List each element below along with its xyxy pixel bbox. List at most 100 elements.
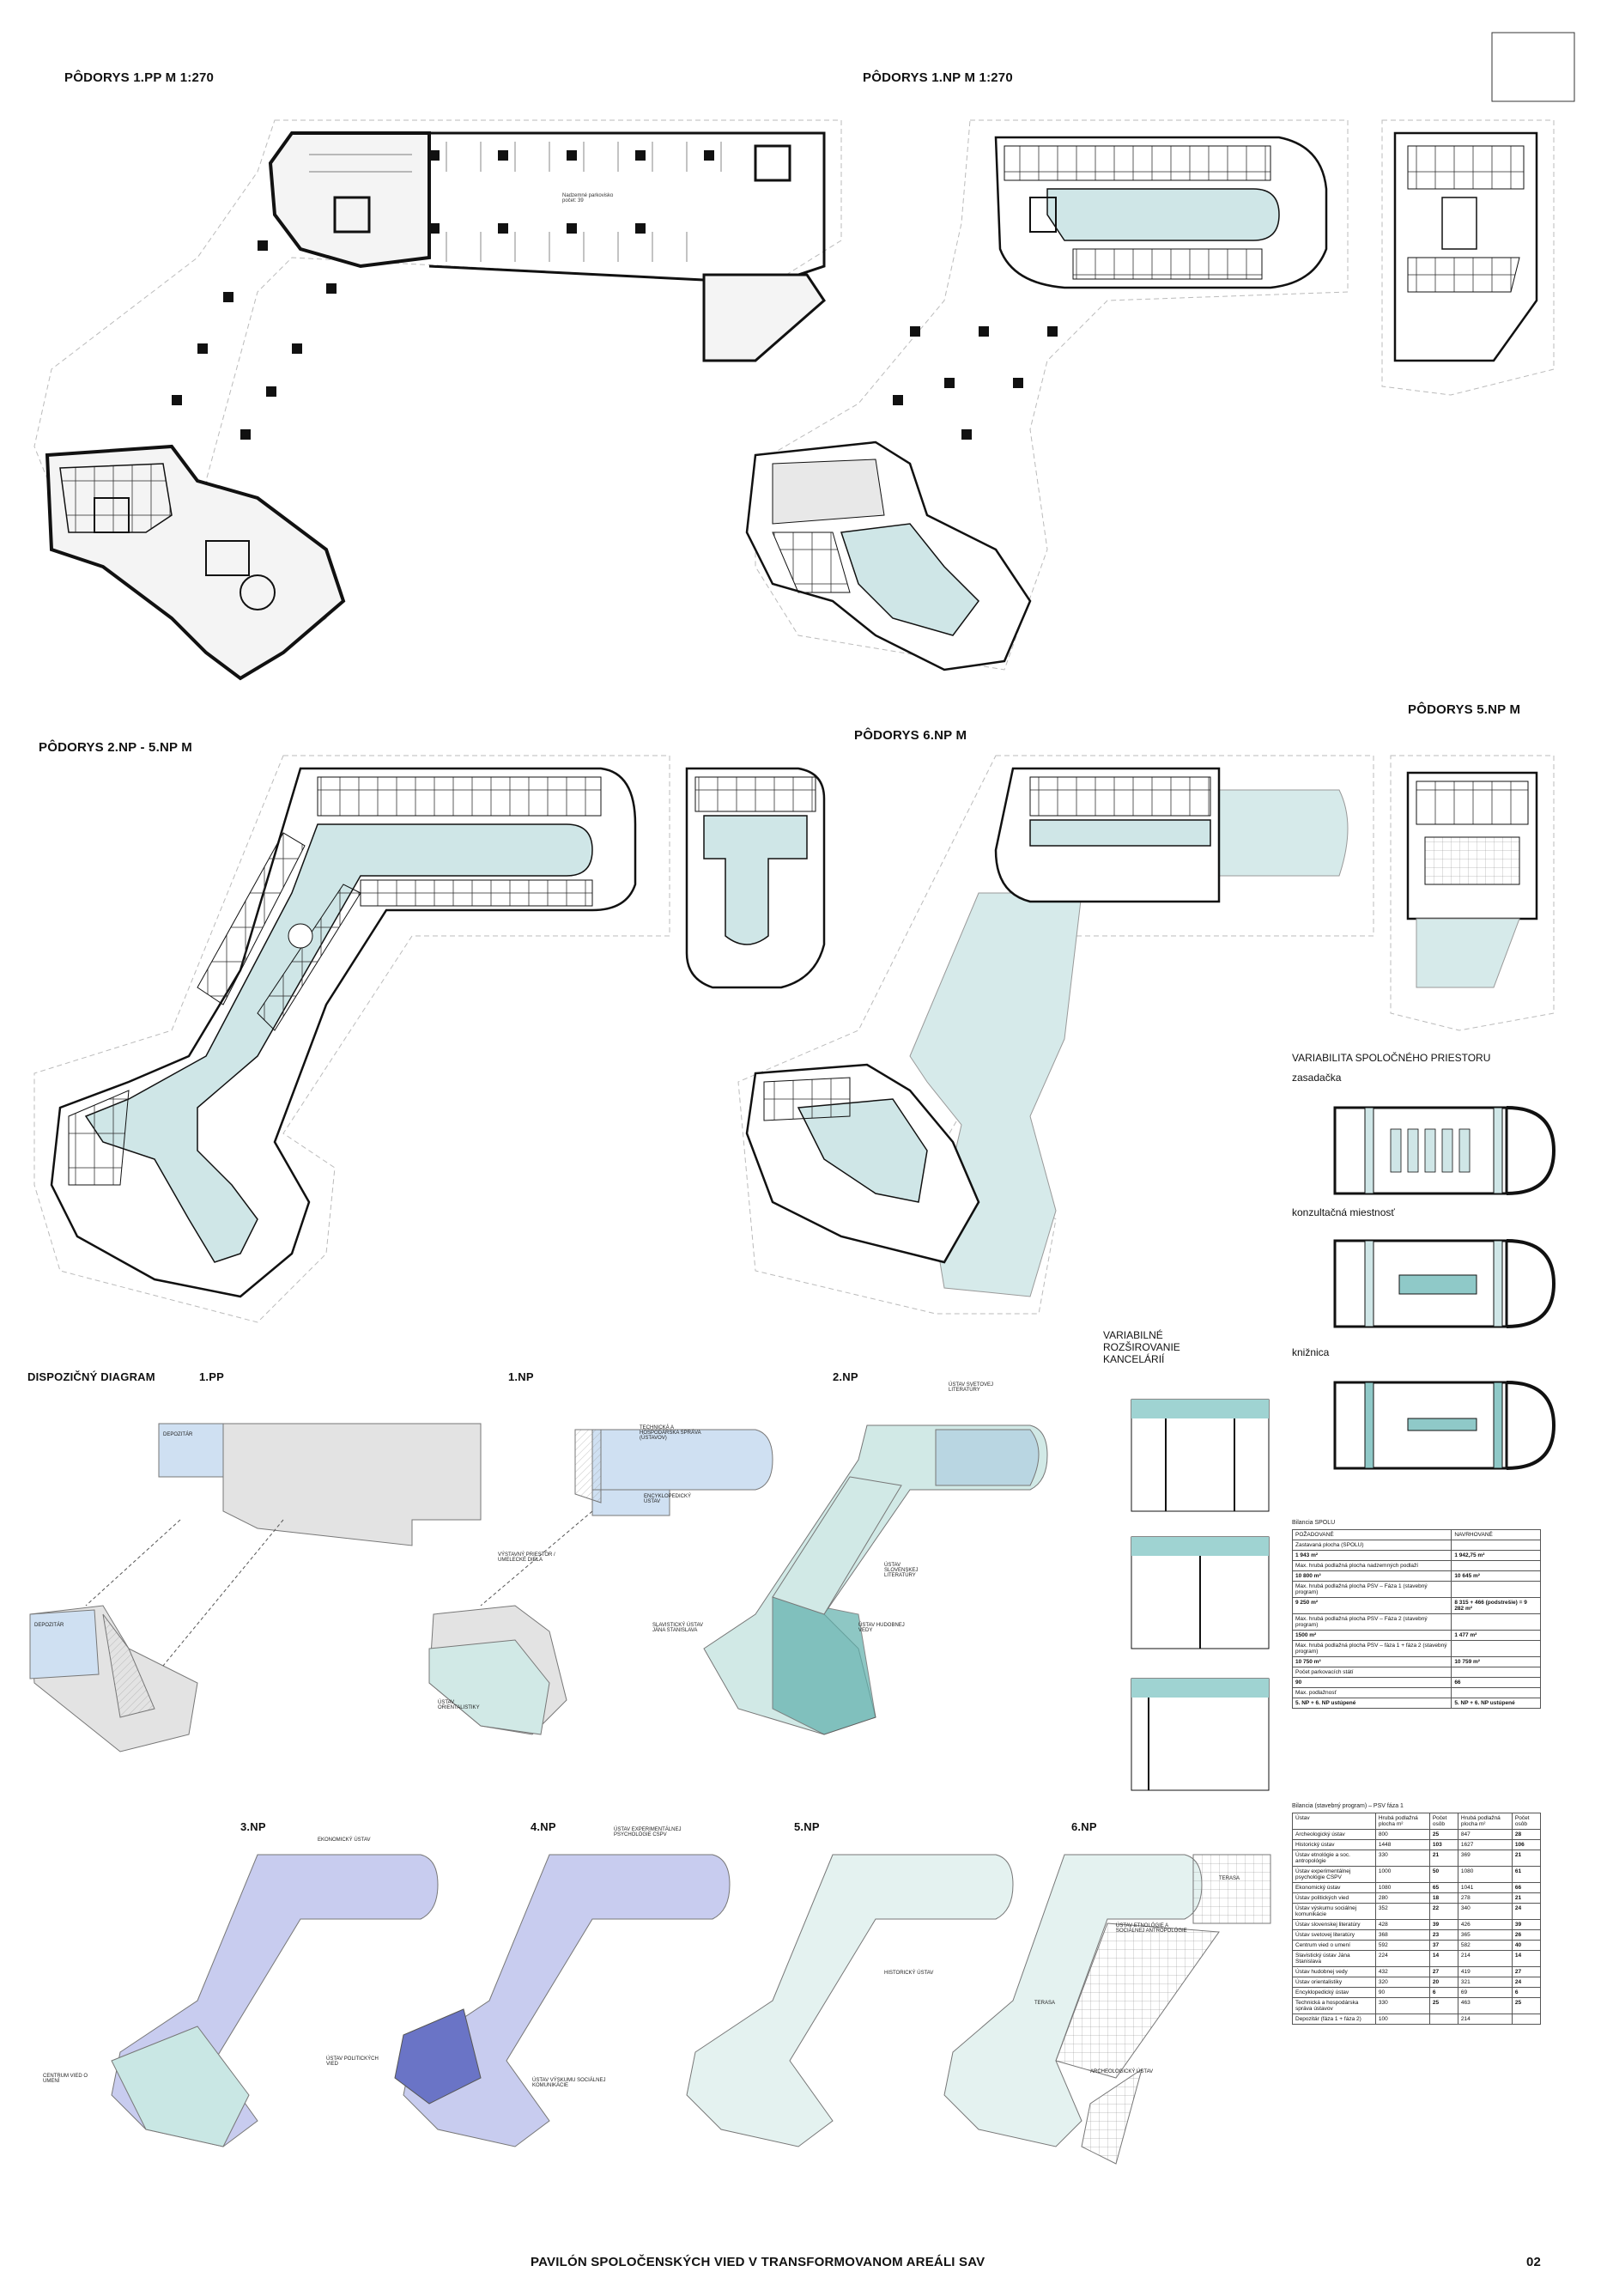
table1: POŽADOVANÉ NAVRHOVANÉ Zastavaná plocha (…: [1291, 1529, 1541, 1709]
table2-col-area-req: Hrubá podlažná plocha m²: [1374, 1813, 1430, 1830]
table2-cell: Ústav etnológie a soc. antropológie: [1292, 1850, 1376, 1867]
table2-cell: 278: [1457, 1892, 1513, 1904]
label-vyskum: ÚSTAV VÝSKUMU SOCIÁLNEJ KOMUNIKÁCIE: [532, 2078, 606, 2088]
table2-cell: 1000: [1374, 1866, 1430, 1883]
table2-cell: 37: [1428, 1940, 1458, 1951]
table1-cell: [1451, 1560, 1541, 1571]
table2-cell: 1627: [1457, 1839, 1513, 1850]
label-orient: ÚSTAV ORIENTALISTIKY: [438, 1700, 480, 1710]
table2-cell: 27: [1511, 1966, 1542, 1977]
table1-cell: 1 943 m²: [1291, 1550, 1452, 1561]
table2-cell: 20: [1428, 1977, 1458, 1988]
table2-col-persons-prop: Počet osôb: [1511, 1813, 1542, 1830]
floor-1np: 1.NP: [508, 1370, 534, 1383]
table1-cell: 1500 m²: [1291, 1630, 1452, 1641]
title-1pp: PÔDORYS 1.PP M 1:270: [64, 70, 215, 85]
title-6np: PÔDORYS 6.NP M: [854, 728, 967, 743]
table2-cell: Ústav politických vied: [1292, 1892, 1376, 1904]
table1-row: Max. hrubá podlažná plocha nadzemných po…: [1291, 1560, 1541, 1571]
table1-row: Max. hrubá podlažná plocha PSV – Fáza 2 …: [1291, 1613, 1541, 1631]
table2-cell: Centrum vied o umení: [1292, 1940, 1376, 1951]
title-dispo: DISPOZIČNÝ DIAGRAM: [27, 1370, 155, 1383]
floor-5np: 5.NP: [794, 1820, 820, 1833]
table1-cell: Max. hrubá podlažná plocha PSV – fáza 1 …: [1291, 1640, 1452, 1657]
table1-cell: 5. NP + 6. NP ustúpené: [1451, 1698, 1541, 1709]
table2-cell: 66: [1511, 1882, 1542, 1893]
table2-cell: 25: [1428, 1997, 1458, 2014]
dispo-4np: [394, 1854, 731, 2147]
table2-cell: 6: [1428, 1987, 1458, 1998]
table2-cell: 24: [1511, 1903, 1542, 1920]
table2-cell: 321: [1457, 1977, 1513, 1988]
floor-1pp: 1.PP: [199, 1370, 224, 1383]
table2-cell: Archeologický ústav: [1292, 1829, 1376, 1840]
table2-cell: 21: [1428, 1850, 1458, 1867]
table2-cell: 27: [1428, 1966, 1458, 1977]
table2-cell: 214: [1457, 2014, 1513, 2025]
table2-cell: 592: [1374, 1940, 1430, 1951]
table1-cell: [1451, 1613, 1541, 1631]
table2-cell: 28: [1511, 1829, 1542, 1840]
table2-cell: Ústav orientalistiky: [1292, 1977, 1376, 1988]
table2-cell: [1511, 2014, 1542, 2025]
label-slov-lit: ÚSTAV SLOVENSKEJ LITERATÚRY: [884, 1563, 919, 1578]
label-terasa-1: TERASA: [1219, 1876, 1240, 1881]
table1-row: Max. podlažnosť: [1291, 1687, 1541, 1698]
plan-2-5np: [33, 755, 826, 1323]
table1-cell: 66: [1451, 1677, 1541, 1688]
table2-cell: 25: [1428, 1829, 1458, 1840]
variant-library: knižnica: [1292, 1346, 1330, 1358]
variant-consult: konzultačná miestnosť: [1292, 1206, 1395, 1218]
table2-cell: 1080: [1457, 1866, 1513, 1883]
plan-1pp: [33, 119, 842, 681]
label-experim: ÚSTAV EXPERIMENTÁLNEJ PSYCHOLÓGIE CSPV: [614, 1827, 682, 1837]
table2-cell: 69: [1457, 1987, 1513, 1998]
table1-cell: Zastavaná plocha (SPOLU): [1291, 1540, 1452, 1551]
table2-cell: 340: [1457, 1903, 1513, 1920]
variant-meeting: zasadačka: [1292, 1072, 1342, 1084]
table1-cell: 5. NP + 6. NP ustúpené: [1291, 1698, 1452, 1709]
table2-cell: Slavistický ústav Jána Stanislava: [1292, 1950, 1376, 1967]
table2-cell: 18: [1428, 1892, 1458, 1904]
table2-cell: 61: [1511, 1866, 1542, 1883]
office-expansion-diagrams: [1131, 1399, 1270, 1791]
table2-cell: 1041: [1457, 1882, 1513, 1893]
footer-title: PAVILÓN SPOLOČENSKÝCH VIED V TRANSFORMOV…: [531, 2255, 985, 2269]
table1-cell: 10 800 m²: [1291, 1570, 1452, 1582]
label-svet-lit: ÚSTAV SVETOVEJ LITERATÚRY: [949, 1382, 994, 1393]
table2-col-persons-req: Počet osôb: [1428, 1813, 1458, 1830]
table2-cell: 50: [1428, 1866, 1458, 1883]
table1-title: Bilancia SPOLU: [1292, 1520, 1336, 1526]
table2-cell: 1448: [1374, 1839, 1430, 1850]
dispo-3np: [111, 1854, 439, 2147]
floor-6np: 6.NP: [1071, 1820, 1097, 1833]
title-5np: PÔDORYS 5.NP M: [1408, 702, 1521, 717]
stamp-box: [1491, 32, 1575, 102]
table2-cell: 800: [1374, 1829, 1430, 1840]
dispo-6np: [943, 1854, 1271, 2165]
title-variability: VARIABILITA SPOLOČNÉHO PRIESTORU: [1292, 1052, 1491, 1064]
table2-cell: 330: [1374, 1850, 1430, 1867]
table2-cell: Depozitár (fáza 1 + fáza 2): [1292, 2014, 1376, 2025]
table2-cell: 21: [1511, 1892, 1542, 1904]
table1-cell: 8 315 + 466 (podstrešie) = 9 282 m²: [1451, 1597, 1541, 1614]
table2-cell: Historický ústav: [1292, 1839, 1376, 1850]
balance-table-2: Bilancia (stavebný program) – PSV fáza 1…: [1292, 1803, 1542, 2025]
table2-title: Bilancia (stavebný program) – PSV fáza 1: [1292, 1803, 1404, 1809]
floor-4np: 4.NP: [531, 1820, 556, 1833]
table1-cell: [1451, 1640, 1541, 1657]
table2-cell: 6: [1511, 1987, 1542, 1998]
table2-cell: Encyklopedický ústav: [1292, 1987, 1376, 1998]
table1-col-required: POŽADOVANÉ: [1291, 1529, 1452, 1540]
title-2-5np: PÔDORYS 2.NP - 5.NP M: [39, 740, 192, 755]
table2-cell: Ústav výskumu sociálnej komunikácie: [1292, 1903, 1376, 1920]
table2-cell: 103: [1428, 1839, 1458, 1850]
